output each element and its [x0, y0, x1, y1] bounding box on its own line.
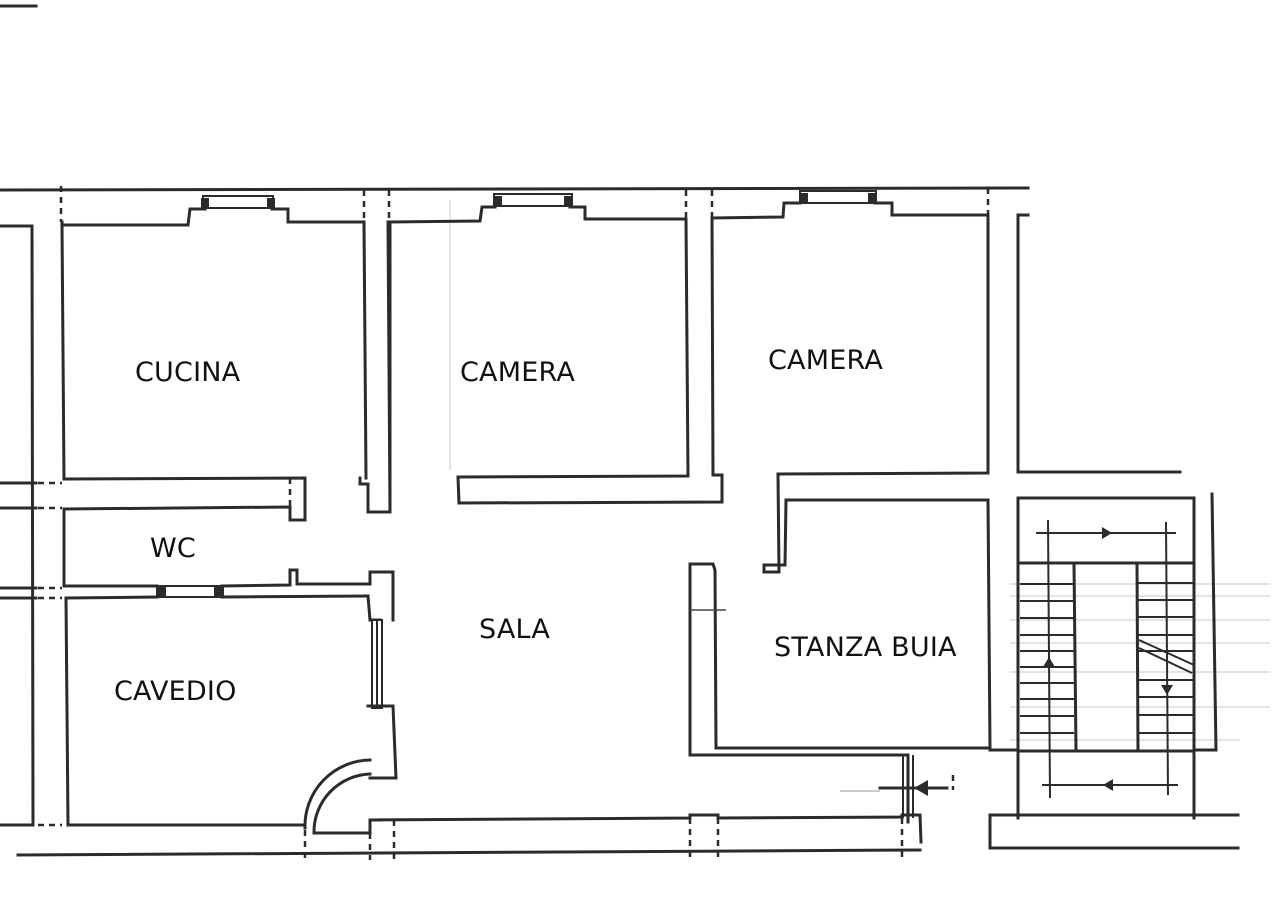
room-camera-2-walls: [762, 213, 1182, 574]
room-camera-1-walls: [388, 216, 724, 514]
room-label-stanza-buia: STANZA BUIA: [774, 632, 957, 663]
room-label-cucina: CUCINA: [135, 357, 241, 388]
stair-arrow-left-icon: [1103, 779, 1113, 791]
outer-wall-bottom: [16, 813, 1240, 860]
curved-door: [303, 758, 382, 835]
room-stanza-buia-walls: [688, 498, 1020, 824]
room-label-wc: WC: [150, 533, 196, 564]
entrance: [840, 755, 955, 818]
window-camera-2: [799, 190, 877, 204]
room-label-camera-2: CAMERA: [768, 345, 884, 376]
stair-arrow-down-icon: [1161, 685, 1173, 695]
window-wc: [156, 585, 224, 598]
window-camera-1: [493, 193, 573, 207]
entrance-arrow-icon: [914, 780, 928, 796]
stair-arrow-right-icon: [1102, 527, 1112, 539]
stairwell: [1016, 492, 1218, 820]
room-label-cavedio: CAVEDIO: [114, 676, 237, 707]
room-label-sala: SALA: [479, 614, 551, 645]
window-cucina: [201, 195, 275, 209]
structure-marks-top: [59, 186, 990, 222]
stair-arrow-up-icon: [1043, 657, 1055, 667]
left-walls: [0, 224, 62, 827]
room-label-camera-1: CAMERA: [460, 357, 576, 388]
window-cavedio: [366, 619, 398, 780]
room-wc-cavedio-walls: [62, 507, 395, 827]
